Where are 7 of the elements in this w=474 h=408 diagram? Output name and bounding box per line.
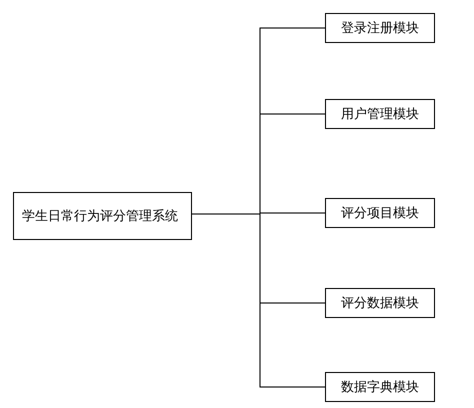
connector-line [192, 214, 326, 388]
module-box: 评分数据模块 [325, 288, 435, 318]
module-box: 用户管理模块 [325, 99, 435, 129]
module-box: 评分项目模块 [325, 198, 435, 228]
module-box: 登录注册模块 [325, 13, 435, 43]
module-box: 数据字典模块 [325, 372, 435, 402]
system-box: 学生日常行为评分管理系统 [13, 192, 192, 240]
